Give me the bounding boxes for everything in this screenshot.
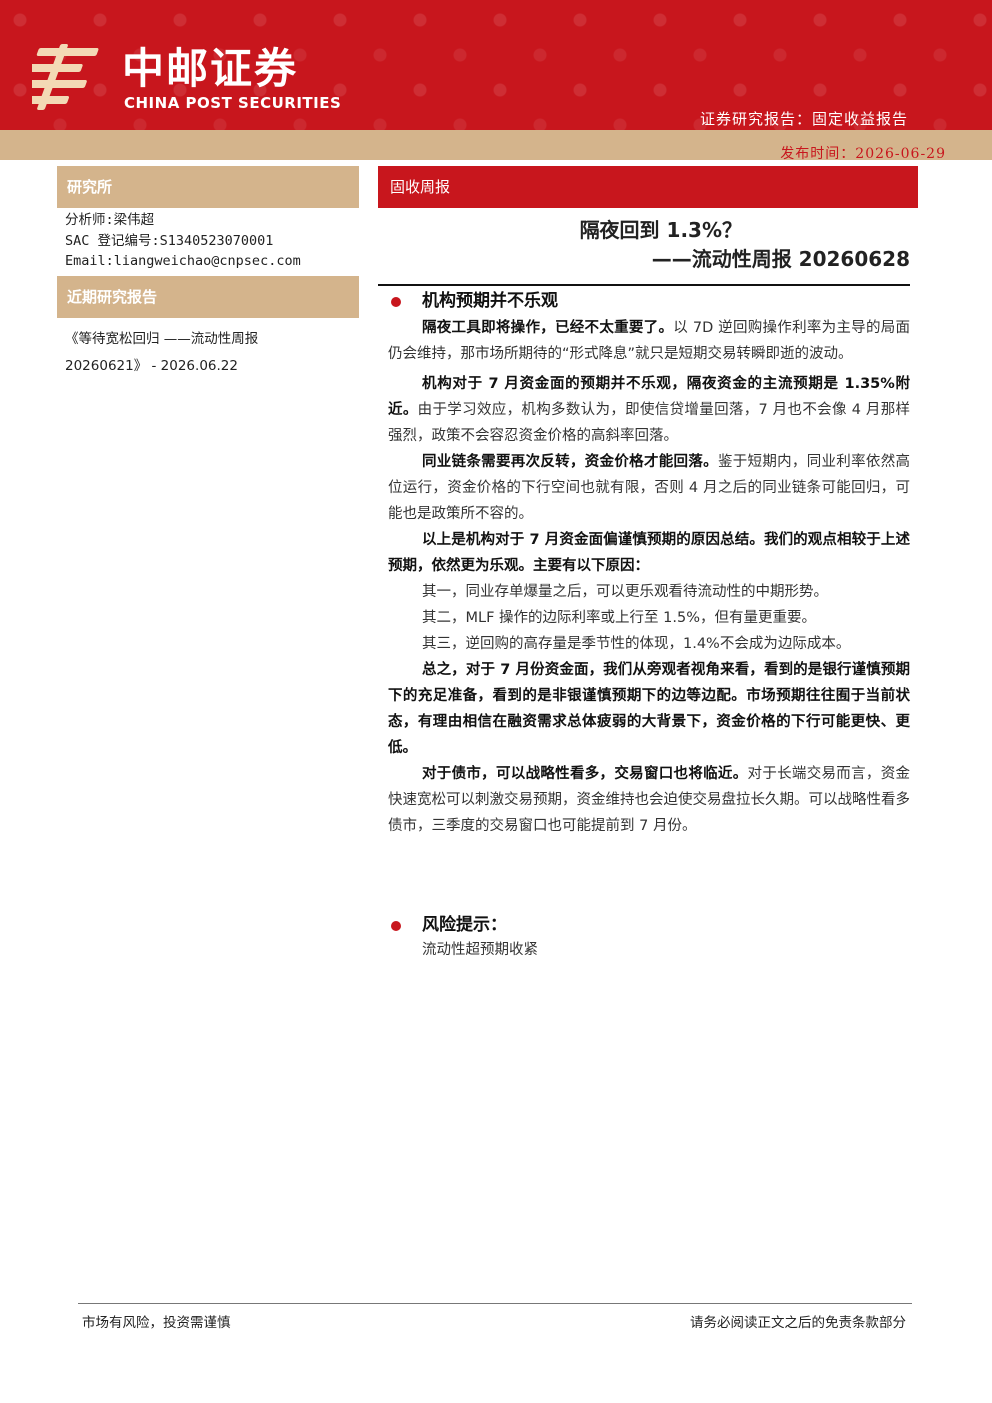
header-strip [0, 130, 992, 160]
report-title-block: 隔夜回到 1.3%？ ——流动性周报 20260628 [378, 216, 910, 274]
paragraph: 同业链条需要再次反转，资金价格才能回落。鉴于短期内，同业利率依然高位运行，资金价… [388, 454, 910, 522]
logo-english-name: CHINA POST SECURITIES [124, 94, 342, 112]
paragraph: 总之，对于 7 月份资金面，我们从旁观者视角来看，看到的是银行谨慎预期下的充足准… [388, 662, 910, 756]
paragraph: 对于债市，可以战略性看多，交易窗口也将临近。对于长端交易而言，资金快速宽松可以刺… [388, 766, 910, 834]
report-title: 隔夜回到 1.3%？ [579, 218, 742, 242]
section-heading: 风险提示： [388, 913, 910, 937]
publish-date: 发布时间：2026-06-29 [780, 146, 946, 162]
paragraph: 其三，逆回购的高存量是季节性的体现，1.4%不会成为边际成本。 [422, 636, 851, 652]
footer-divider [78, 1303, 912, 1304]
analyst-info: 分析师:梁伟超 SAC 登记编号:S1340523070001 Email:li… [57, 208, 359, 276]
report-category-tag: 固收周报 [378, 166, 918, 208]
china-post-logo-icon [32, 44, 99, 110]
logo-chinese-name: 中邮证券 [122, 44, 299, 93]
sac-number: SAC 登记编号:S1340523070001 [65, 232, 274, 249]
recent-reports-heading: 近期研究报告 [57, 275, 359, 318]
recent-report-line1[interactable]: 《等待宽松回归 ——流动性周报 [65, 330, 259, 347]
section-outlook: 机构预期并不乐观 隔夜工具即将操作，已经不太重要了。以 7D 逆回购操作利率为主… [388, 289, 910, 839]
paragraph: 机构对于 7 月资金面的预期并不乐观，隔夜资金的主流预期是 1.35%附近。由于… [388, 376, 911, 444]
institute-heading: 研究所 [57, 166, 359, 208]
section-risk: 风险提示： 流动性超预期收紧 [388, 913, 910, 963]
footer-disclaimer-note: 请务必阅读正文之后的免责条款部分 [690, 1315, 906, 1331]
report-subtitle: ——流动性周报 20260628 [651, 247, 910, 271]
red-bullet-icon [391, 297, 401, 307]
recent-report-line2[interactable]: 20260621》 - 2026.06.22 [65, 357, 238, 374]
paragraph: 隔夜工具即将操作，已经不太重要了。以 7D 逆回购操作利率为主导的局面仍会维持，… [388, 320, 911, 362]
section-heading: 机构预期并不乐观 [388, 289, 910, 313]
paragraph: 其一，同业存单爆量之后，可以更乐观看待流动性的中期形势。 [422, 584, 828, 600]
red-bullet-icon [391, 921, 401, 931]
footer-risk-note: 市场有风险，投资需谨慎 [82, 1315, 231, 1331]
recent-reports-list: 《等待宽松回归 ——流动性周报 20260621》 - 2026.06.22 [57, 318, 359, 380]
paragraph: 其二，MLF 操作的边际利率或上行至 1.5%，但有量更重要。 [422, 610, 816, 626]
analyst-name: 分析师:梁伟超 [65, 212, 155, 228]
paragraph: 以上是机构对于 7 月资金面偏谨慎预期的原因总结。我们的观点相较于上述预期，依然… [388, 532, 910, 574]
report-type: 证券研究报告：固定收益报告 [699, 110, 908, 128]
sidebar: 研究所 分析师:梁伟超 SAC 登记编号:S1340523070001 Emai… [57, 166, 359, 380]
analyst-email[interactable]: Email:liangweichao@cnpsec.com [65, 253, 301, 269]
title-divider [378, 284, 910, 286]
header-banner: 中邮证券 CHINA POST SECURITIES 证券研究报告：固定收益报告 [0, 0, 992, 130]
risk-text: 流动性超预期收紧 [422, 942, 538, 958]
